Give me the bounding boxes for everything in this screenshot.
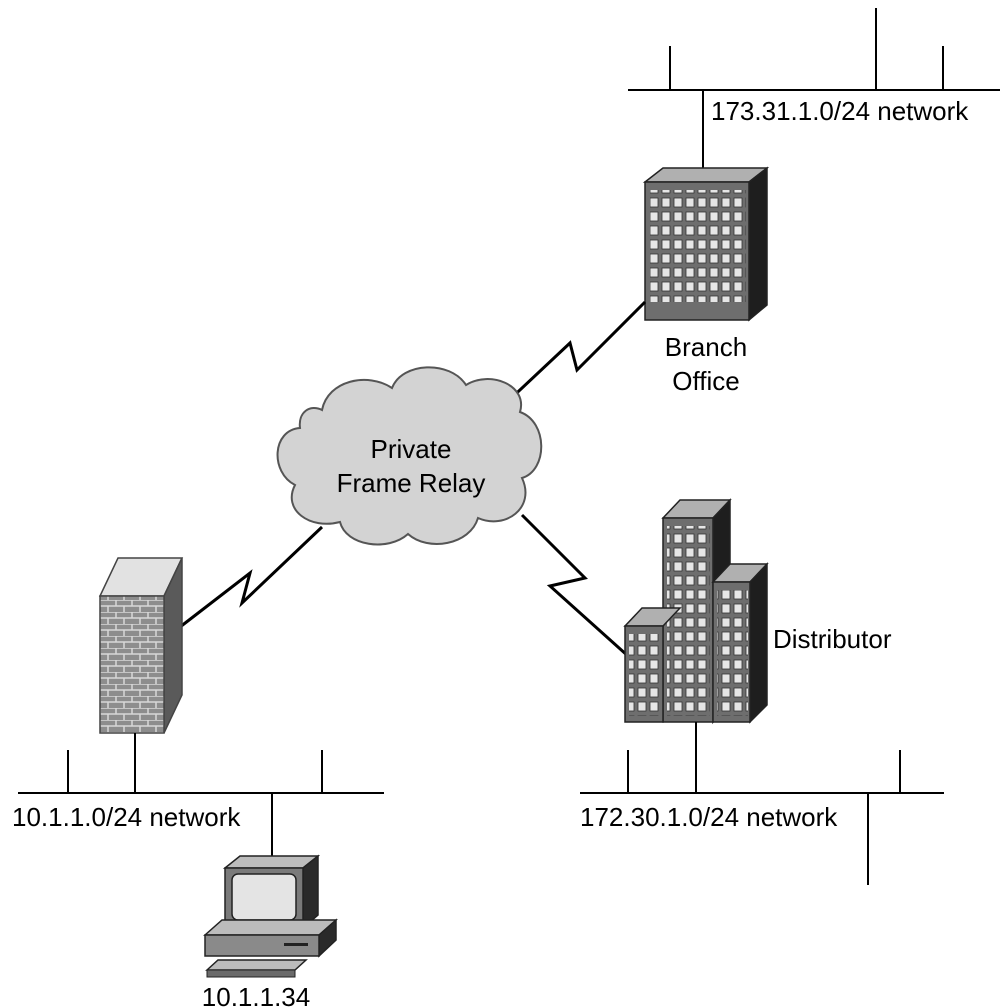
cloud-label-line2: Frame Relay: [337, 468, 486, 498]
cloud-icon: [276, 366, 543, 546]
serial-link-icon: [520, 513, 630, 658]
hq-lan-segment: [18, 733, 384, 856]
workstation-icon: [203, 854, 338, 978]
distributor-lan-segment: [580, 722, 944, 885]
distributor-buildings-icon: [623, 498, 769, 725]
serial-link-icon: [503, 300, 647, 406]
firewall-icon: [98, 557, 184, 734]
branch-label-line1: Branch: [665, 332, 747, 362]
hq-network-label: 10.1.1.0/24 network: [12, 802, 241, 832]
office-building-icon: [642, 166, 770, 322]
distributor-label: Distributor: [773, 624, 892, 654]
branch-label-line2: Office: [672, 366, 739, 396]
cloud-label-line1: Private: [371, 434, 452, 464]
branch-network-label: 173.31.1.0/24 network: [711, 96, 969, 126]
serial-link-icon: [179, 525, 324, 629]
distributor-network-label: 172.30.1.0/24 network: [580, 802, 838, 832]
workstation-ip-label: 10.1.1.34: [202, 982, 310, 1007]
branch-lan-segment: [628, 8, 1000, 168]
